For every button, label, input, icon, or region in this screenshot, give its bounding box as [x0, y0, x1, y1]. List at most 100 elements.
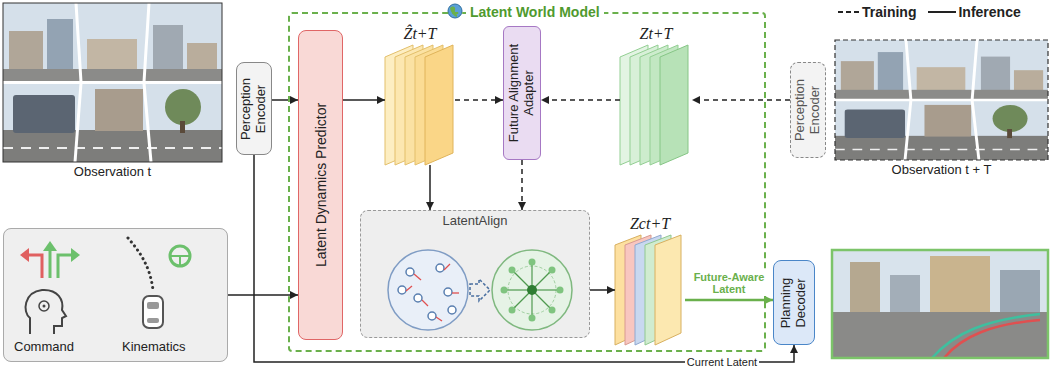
legend-label: Inference — [958, 4, 1020, 20]
planned-trajectory-image — [832, 250, 1048, 358]
latentalign-illustration — [360, 210, 590, 338]
latent-stack-aligned — [655, 235, 681, 345]
node-label: Observation t — [74, 165, 151, 180]
condition-icons — [20, 248, 29, 262]
condition-icons — [143, 296, 163, 328]
camera-image — [3, 3, 222, 162]
connector — [272, 99, 298, 101]
encoder-box: Perception Encoder — [790, 62, 826, 158]
latentalign-illustration — [492, 250, 572, 330]
condition-icons — [43, 305, 46, 308]
latentalign-illustration — [527, 285, 537, 295]
globe-icon — [448, 4, 462, 18]
latentalign-illustration — [398, 286, 406, 294]
node-label: Latent World Model — [466, 4, 604, 20]
condition-icons — [49, 250, 52, 278]
legend-line-sample — [838, 11, 860, 13]
legend-label: Training — [862, 4, 916, 20]
camera-image — [835, 40, 1048, 160]
edge-label: Future-Aware Latent — [688, 271, 770, 296]
condition-icons — [26, 290, 66, 334]
connector — [590, 289, 615, 291]
condition-icons — [3, 228, 228, 362]
connector — [541, 99, 620, 101]
node-label: Zct+T — [630, 215, 670, 233]
latentalign-illustration — [406, 268, 414, 276]
latentalign-illustration — [549, 307, 556, 314]
condition-icons — [147, 318, 159, 323]
planned-trajectory-image — [832, 250, 1048, 358]
globe-icon — [448, 4, 462, 18]
world-model-frame: Latent World ModelLatent Dynamics Predic… — [288, 12, 766, 352]
legend-line-sample — [928, 11, 956, 13]
node-label: Perception Encoder — [239, 67, 269, 150]
condition-icons — [39, 301, 49, 311]
latent-stack-future — [660, 45, 688, 165]
latent-stack-predicted — [385, 45, 453, 165]
latentalign-illustration — [436, 264, 444, 272]
condition-panel: CommandKinematics — [3, 228, 228, 362]
condition-icons — [28, 255, 42, 278]
edge-label: Current Latent — [685, 356, 759, 369]
condition-icons — [71, 248, 80, 262]
planned-trajectory-image — [850, 262, 880, 312]
planned-trajectory-image — [1000, 270, 1040, 312]
condition-icons — [43, 241, 57, 251]
latentalign-illustration — [428, 312, 436, 320]
connector — [521, 160, 523, 210]
latentalign-illustration — [422, 300, 428, 306]
latentalign-illustration — [388, 250, 468, 330]
latentalign-illustration — [444, 288, 452, 296]
node-label: Planning Decoder — [779, 265, 809, 340]
node-label: Future Alignment Adapter — [507, 31, 537, 155]
planned-trajectory-image — [832, 250, 1048, 358]
camera-image — [835, 40, 1048, 160]
planned-trajectory-image — [932, 314, 1040, 358]
node-label: Ẑt+T — [403, 25, 436, 43]
planned-trajectory-image — [930, 256, 990, 312]
latent-stack-aligned — [615, 235, 681, 345]
latent-stack: Zct+T — [615, 235, 685, 345]
legend-line-sample — [838, 7, 860, 17]
latent-stack-future — [620, 45, 688, 165]
connector — [343, 99, 385, 101]
camera-image — [3, 3, 222, 162]
latentalign-illustration — [549, 267, 556, 274]
node-label: Zt+T — [639, 25, 672, 43]
legend: Training Inference — [838, 4, 1033, 20]
predictor-box: Latent Dynamics Predictor — [298, 30, 343, 340]
condition-icons — [147, 302, 159, 309]
legend-line-sample — [928, 7, 956, 17]
planned-trajectory-image — [832, 312, 1048, 358]
connector — [685, 299, 773, 302]
latentalign-illustration — [501, 287, 508, 294]
connector — [429, 165, 431, 210]
latentalign-illustration — [448, 306, 456, 314]
condition-icons — [3, 228, 228, 362]
latentalign-illustration — [414, 294, 422, 302]
condition-icons — [170, 246, 190, 266]
planned-trajectory-image — [944, 320, 1040, 358]
encoder-box: Perception Encoder — [236, 62, 272, 155]
latentalign-illustration — [452, 292, 459, 293]
camera-image — [835, 40, 1048, 160]
node-label: Observation t + T — [892, 163, 992, 178]
connector — [455, 99, 503, 101]
align-module: LatentAlign — [360, 210, 590, 338]
latentalign-illustration — [360, 210, 590, 338]
latent-stack-predicted — [425, 45, 453, 165]
latentalign-illustration — [529, 259, 536, 266]
node-label: Perception Encoder — [793, 67, 823, 153]
camera-image: Observation t + T — [835, 40, 1048, 160]
decoder-box: Planning Decoder — [773, 260, 815, 345]
latent-stack: Zt+T — [620, 45, 692, 165]
latentalign-illustration — [557, 287, 564, 294]
planned-trajectory-image — [890, 275, 920, 312]
connector — [692, 99, 790, 101]
latent-stack: Ẑt+T — [385, 45, 455, 165]
latentalign-illustration — [436, 317, 442, 321]
condition-icons — [179, 256, 181, 266]
adapter-box: Future Alignment Adapter — [503, 26, 541, 160]
node-label: Kinematics — [122, 340, 186, 355]
latentalign-illustration — [470, 279, 490, 301]
